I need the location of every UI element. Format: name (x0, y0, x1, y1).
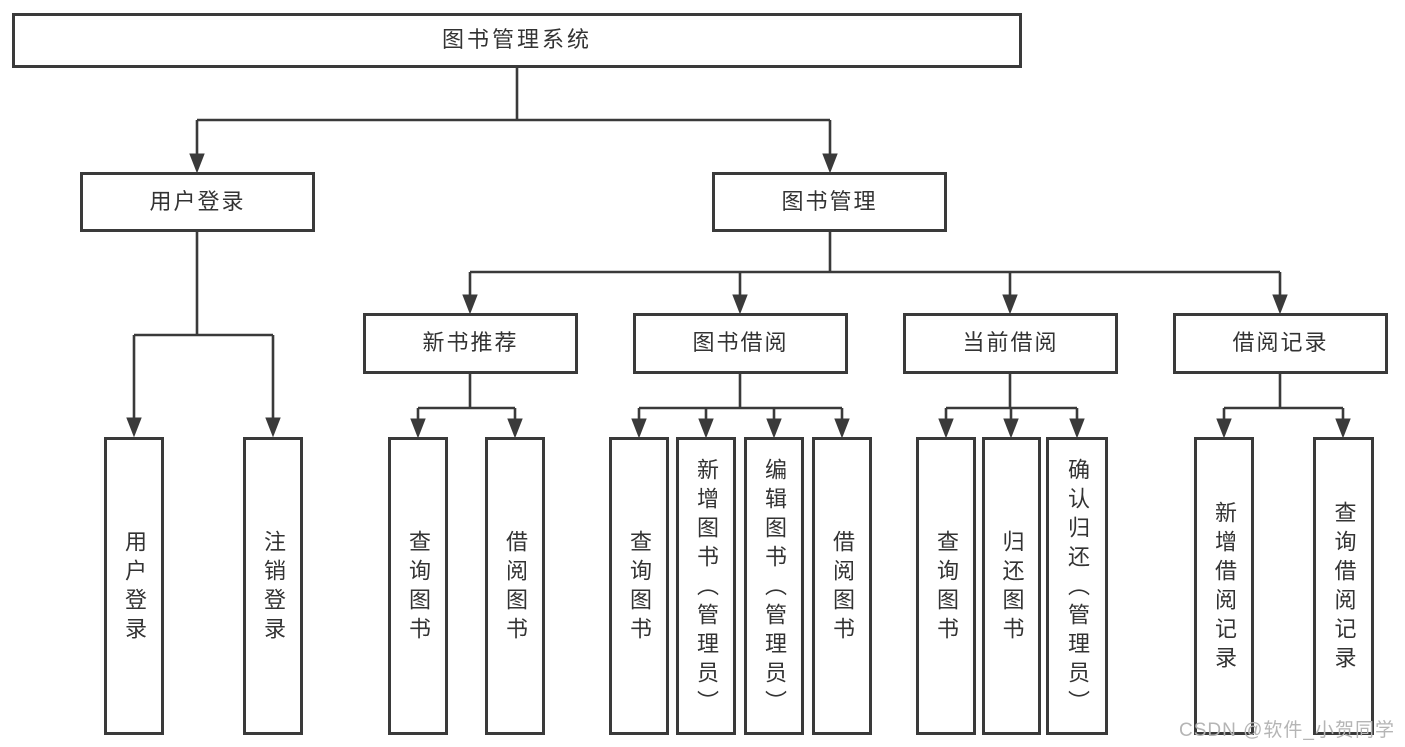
node-leaf-borrow-books-recommend: 借阅图书 (485, 437, 545, 735)
node-book-borrowing: 图书借阅 (633, 313, 848, 374)
wires-user-login-to-leaves (134, 232, 273, 418)
wires-new-book-to-leaves (418, 374, 515, 419)
node-borrowing-records: 借阅记录 (1173, 313, 1388, 374)
wires-book-borrow-to-leaves (639, 374, 842, 419)
node-leaf-query-books-current: 查询图书 (916, 437, 976, 735)
node-current-borrowing: 当前借阅 (903, 313, 1118, 374)
node-leaf-add-book-admin: 新增图书（管理员） (676, 437, 736, 735)
node-leaf-query-books-borrow: 查询图书 (609, 437, 669, 735)
wires-book-management-to-level2 (470, 232, 1280, 295)
node-library-management-system: 图书管理系统 (12, 13, 1022, 68)
node-leaf-user-login: 用户登录 (104, 437, 164, 735)
node-leaf-logout: 注销登录 (243, 437, 303, 735)
node-user-login: 用户登录 (80, 172, 315, 232)
node-leaf-query-books-recommend: 查询图书 (388, 437, 448, 735)
node-leaf-add-borrow-record: 新增借阅记录 (1194, 437, 1254, 735)
node-leaf-borrow-books: 借阅图书 (812, 437, 872, 735)
csdn-watermark: CSDN @软件_小贺同学 (1179, 720, 1395, 741)
node-book-management: 图书管理 (712, 172, 947, 232)
wires-root-to-level1 (197, 68, 830, 154)
node-leaf-confirm-return-admin: 确认归还（管理员） (1046, 437, 1108, 735)
node-leaf-edit-book-admin: 编辑图书（管理员） (744, 437, 804, 735)
wires-borrow-record-to-leaves (1224, 374, 1343, 419)
node-leaf-return-books: 归还图书 (982, 437, 1041, 735)
node-new-book-recommendation: 新书推荐 (363, 313, 578, 374)
wires-current-borrow-to-leaves (946, 374, 1077, 419)
node-leaf-query-borrow-record: 查询借阅记录 (1313, 437, 1374, 735)
